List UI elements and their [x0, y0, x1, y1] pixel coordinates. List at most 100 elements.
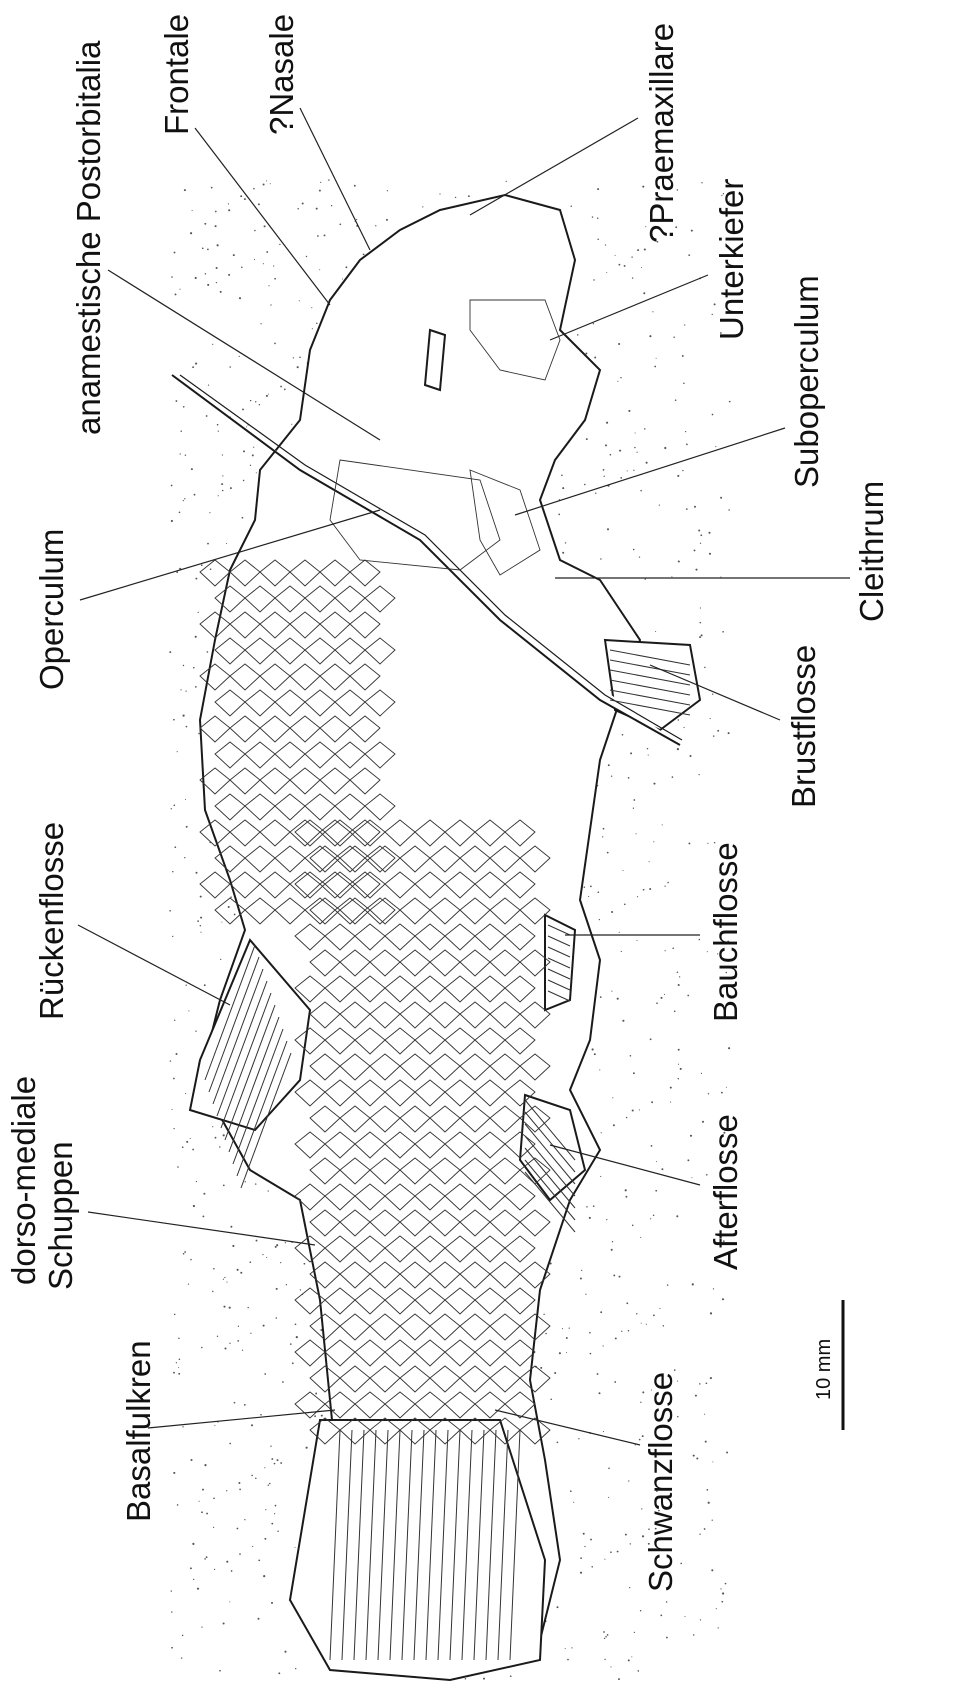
- stipple-dot: [182, 1635, 184, 1637]
- stipple-dot: [640, 1610, 641, 1611]
- stipple-dot: [550, 1399, 552, 1401]
- stipple-dot: [250, 400, 251, 401]
- stipple-dot: [220, 959, 221, 960]
- stipple-dot: [653, 841, 654, 842]
- stipple-dot: [178, 1338, 180, 1340]
- stipple-dot: [663, 1325, 664, 1326]
- stipple-dot: [224, 1277, 225, 1278]
- stipple-dot: [201, 1626, 202, 1627]
- stipple-dot: [215, 1137, 217, 1139]
- stipple-dot: [193, 1205, 195, 1207]
- stipple-dot: [720, 1588, 721, 1589]
- stipple-dot: [608, 1497, 609, 1498]
- stipple-dot: [626, 1302, 628, 1304]
- stipple-dot: [199, 1501, 200, 1502]
- stipple-dot: [200, 917, 202, 919]
- stipple-dot: [721, 1601, 723, 1603]
- stipple-dot: [295, 1668, 296, 1669]
- stipple-dot: [678, 1078, 679, 1079]
- label-bauchflosse: Bauchflosse: [707, 842, 744, 1022]
- stipple-dot: [610, 1666, 611, 1667]
- stipple-dot: [704, 667, 706, 669]
- stipple-dot: [585, 1294, 586, 1295]
- stipple-dot: [266, 395, 268, 397]
- stipple-dot: [251, 1424, 253, 1426]
- stipple-dot: [664, 885, 665, 886]
- stipple-dot: [212, 344, 213, 345]
- stipple-dot: [636, 1313, 637, 1314]
- stipple-dot: [190, 1459, 192, 1461]
- stipple-dot: [603, 1345, 604, 1346]
- stipple-dot: [660, 997, 662, 999]
- stipple-dot: [656, 1002, 658, 1004]
- stipple-dot: [200, 925, 201, 926]
- stipple-dot: [239, 1553, 241, 1555]
- stipple-dot: [641, 267, 642, 268]
- stipple-dot: [633, 549, 635, 551]
- stipple-dot: [260, 323, 261, 324]
- stipple-dot: [244, 1519, 245, 1520]
- stipple-dot: [177, 751, 178, 752]
- stipple-dot: [324, 234, 326, 236]
- stipple-dot: [206, 1556, 208, 1558]
- stipple-dot: [722, 1298, 724, 1300]
- stipple-dot: [653, 1315, 655, 1317]
- stipple-dot: [629, 1587, 630, 1588]
- stipple-dot: [671, 576, 672, 577]
- stipple-dot: [171, 1647, 173, 1649]
- stipple-dot: [204, 1558, 206, 1560]
- stipple-dot: [274, 1513, 275, 1514]
- stipple-dot: [169, 910, 171, 912]
- leader-dorso-mediale: [88, 1212, 315, 1245]
- stipple-dot: [280, 1262, 281, 1263]
- stipple-dot: [667, 1284, 668, 1285]
- stipple-dot: [682, 355, 684, 357]
- stipple-dot: [607, 1634, 609, 1636]
- stipple-dot: [684, 727, 685, 728]
- stipple-dot: [171, 808, 172, 809]
- stipple-dot: [270, 1446, 271, 1447]
- stipple-dot: [284, 1651, 286, 1653]
- stipple-dot: [171, 276, 173, 278]
- stipple-dot: [274, 1463, 276, 1465]
- stipple-dot: [259, 404, 260, 405]
- stipple-dot: [594, 1053, 596, 1055]
- stipple-dot: [422, 206, 423, 207]
- stipple-dot: [653, 1214, 655, 1216]
- stipple-dot: [316, 208, 318, 210]
- stipple-dot: [226, 543, 227, 544]
- stipple-dot: [217, 244, 219, 246]
- stipple-dot: [256, 1240, 258, 1242]
- stipple-dot: [268, 285, 269, 286]
- stipple-dot: [646, 1324, 647, 1325]
- stipple-dot: [717, 730, 719, 732]
- stipple-dot: [297, 208, 299, 210]
- stipple-dot: [693, 1634, 694, 1635]
- stipple-dot: [209, 512, 210, 513]
- stipple-dot: [604, 1559, 605, 1560]
- stipple-dot: [665, 950, 666, 951]
- stipple-dot: [701, 634, 703, 636]
- scale: [200, 872, 230, 898]
- stipple-dot: [645, 579, 646, 580]
- stipple-dot: [312, 328, 313, 329]
- stipple-dot: [706, 1382, 708, 1384]
- stipple-dot: [693, 1455, 695, 1457]
- stipple-dot: [264, 1467, 265, 1468]
- stipple-dot: [619, 1276, 621, 1278]
- stipple-dot: [643, 889, 645, 891]
- stipple-dot: [584, 886, 586, 888]
- stipple-dot: [178, 1373, 180, 1375]
- stipple-dot: [633, 1072, 635, 1074]
- stipple-dot: [672, 948, 674, 950]
- stipple-dot: [728, 732, 730, 734]
- stipple-dot: [173, 719, 175, 721]
- stipple-dot: [239, 297, 241, 299]
- stipple-dot: [694, 549, 696, 551]
- stipple-dot: [613, 1274, 615, 1276]
- stipple-dot: [205, 273, 206, 274]
- stipple-dot: [584, 1546, 585, 1547]
- stipple-dot: [608, 1468, 610, 1470]
- stipple-dot: [295, 1547, 296, 1548]
- stipple-dot: [293, 357, 294, 358]
